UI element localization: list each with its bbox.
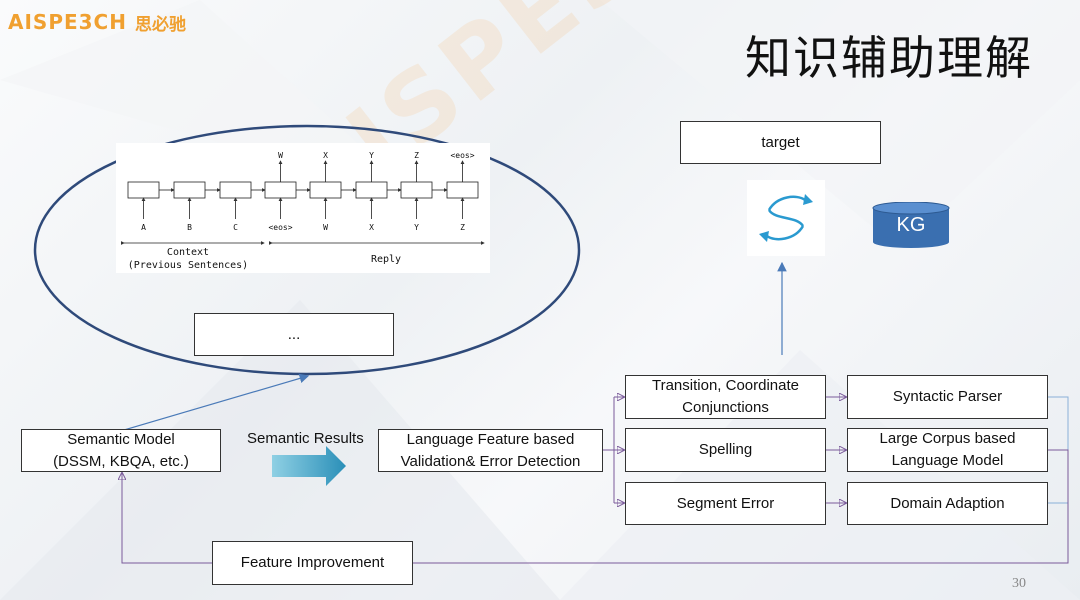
rnn-cell (309, 181, 342, 199)
ellipsis-box: ... (194, 313, 394, 356)
semantic-model-box: Semantic Model (DSSM, KBQA, etc.) (21, 429, 221, 472)
rnn-cell (264, 181, 297, 199)
domain-adaption-box: Domain Adaption (847, 482, 1048, 525)
sync-icon (747, 180, 825, 256)
context-label: Context (167, 247, 209, 258)
input-token: <eos> (268, 223, 292, 232)
rnn-cell (355, 181, 388, 199)
input-token: X (369, 223, 374, 232)
arrow-semantic-to-ellipse (123, 373, 310, 431)
input-token: Y (414, 223, 419, 232)
arrow-feedback-to-semantic (122, 473, 212, 564)
company-logo: AISPE3CH 思必驰 (8, 10, 186, 35)
output-token: Y (369, 151, 374, 160)
logo-text: AISPE3CH (8, 10, 127, 34)
input-token: A (141, 223, 146, 232)
segment-error-box: Segment Error (625, 482, 826, 525)
input-token: B (187, 223, 192, 232)
reply-label: Reply (371, 254, 401, 265)
feature-improvement-box: Feature Improvement (212, 541, 413, 585)
input-token: W (323, 223, 328, 232)
target-box: target (680, 121, 881, 164)
seq2seq-figure: A B C <eos> W W X X Y Y Z Z <eos> Context (Previous … (116, 143, 490, 273)
slide-title: 知识辅助理解 (745, 31, 1033, 85)
logo-chinese: 思必驰 (134, 14, 186, 35)
output-token: X (323, 151, 328, 160)
output-token: W (278, 151, 283, 160)
kg-label: KG (896, 214, 926, 236)
input-token: C (233, 223, 238, 232)
output-token: <eos> (450, 151, 474, 160)
output-token: Z (414, 151, 419, 160)
kg-database-icon (872, 202, 950, 248)
page-number: 30 (1012, 576, 1026, 591)
rnn-cell (400, 181, 433, 199)
large-corpus-box: Large Corpus based Language Model (847, 428, 1048, 472)
context-sub-label: (Previous Sentences) (128, 260, 248, 271)
rnn-cell (446, 181, 479, 199)
spelling-box: Spelling (625, 428, 826, 472)
semantic-results-label: Semantic Results (247, 430, 364, 447)
rnn-cell (219, 181, 252, 199)
input-token: Z (460, 223, 465, 232)
rnn-cell (127, 181, 160, 199)
language-feature-box: Language Feature based Validation& Error… (378, 429, 603, 472)
rnn-cell (173, 181, 206, 199)
transition-box: Transition, Coordinate Conjunctions (625, 375, 826, 419)
fat-arrow (272, 446, 346, 486)
syntactic-parser-box: Syntactic Parser (847, 375, 1048, 419)
